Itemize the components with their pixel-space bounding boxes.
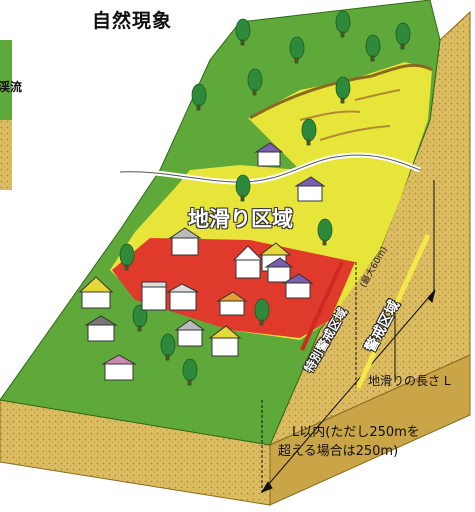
limit-note-line-1: L以内(ただし250mを (292, 425, 420, 440)
left-panel-label: 渓流 (0, 80, 23, 94)
landslide-length-label: 地滑りの長さ L (368, 374, 451, 388)
diagram-title: 自然現象 (92, 10, 173, 32)
left-panel-edge (0, 40, 12, 190)
scarp-edge (249, 63, 433, 120)
landslide-zone-label: 地滑り区域 (188, 207, 293, 231)
trees (119, 10, 411, 386)
guide-lines (260, 180, 436, 495)
zone-arrows (300, 233, 431, 390)
limit-note-line-2: 超える場合は250m) (278, 444, 399, 459)
red-zone (112, 238, 355, 338)
houses (78, 142, 326, 381)
